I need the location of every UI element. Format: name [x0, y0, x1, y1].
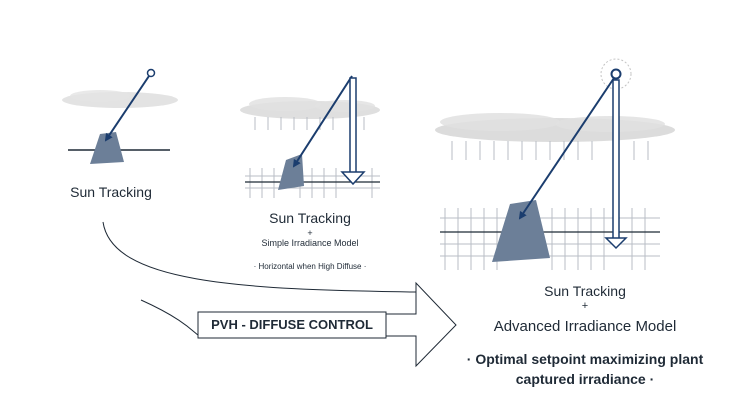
diffuse-up-arrows — [440, 208, 660, 270]
diffuse-up-arrows — [245, 168, 380, 198]
direct-ray-arrow — [104, 75, 150, 142]
cloud — [440, 113, 560, 131]
cloud — [315, 100, 375, 112]
diffuse-down-arrows — [451, 141, 649, 160]
sun-icon — [610, 68, 622, 80]
pv-panel — [278, 154, 304, 190]
diffuse-down-arrows — [254, 117, 365, 130]
sun-glow-icon — [600, 58, 632, 90]
caption-sun-tracking: Sun Tracking — [70, 184, 152, 200]
note-horizontal-high-diffuse: · Horizontal when High Diffuse · — [253, 262, 367, 271]
pv-panel — [90, 132, 124, 164]
scene-advanced-model — [435, 58, 675, 270]
plus-sign: + — [581, 300, 589, 312]
control-label: PVH - DIFFUSE CONTROL — [200, 314, 384, 336]
sun-icon — [146, 68, 156, 78]
vertical-beam-arrow — [604, 79, 628, 250]
caption-advanced-irradiance-model: Advanced Irradiance Model — [493, 318, 677, 335]
scene-sun-tracking — [62, 68, 178, 164]
vertical-beam-arrow — [340, 77, 366, 186]
cloud — [70, 90, 130, 102]
cloud — [249, 97, 321, 111]
caption-simple-irradiance-model: Simple Irradiance Model — [261, 238, 359, 248]
direct-ray-arrow — [518, 77, 615, 220]
cloud — [555, 116, 665, 132]
pv-panel — [492, 200, 550, 262]
scene-simple-model — [240, 75, 380, 198]
plus-sign: + — [307, 228, 313, 238]
direct-ray-arrow — [292, 75, 353, 168]
caption-sun-tracking-simple: Sun Tracking — [269, 210, 351, 226]
caption-sun-tracking-advanced: Sun Tracking — [544, 283, 626, 299]
note-optimal-setpoint: · Optimal setpoint maximizing plant capt… — [466, 351, 704, 387]
